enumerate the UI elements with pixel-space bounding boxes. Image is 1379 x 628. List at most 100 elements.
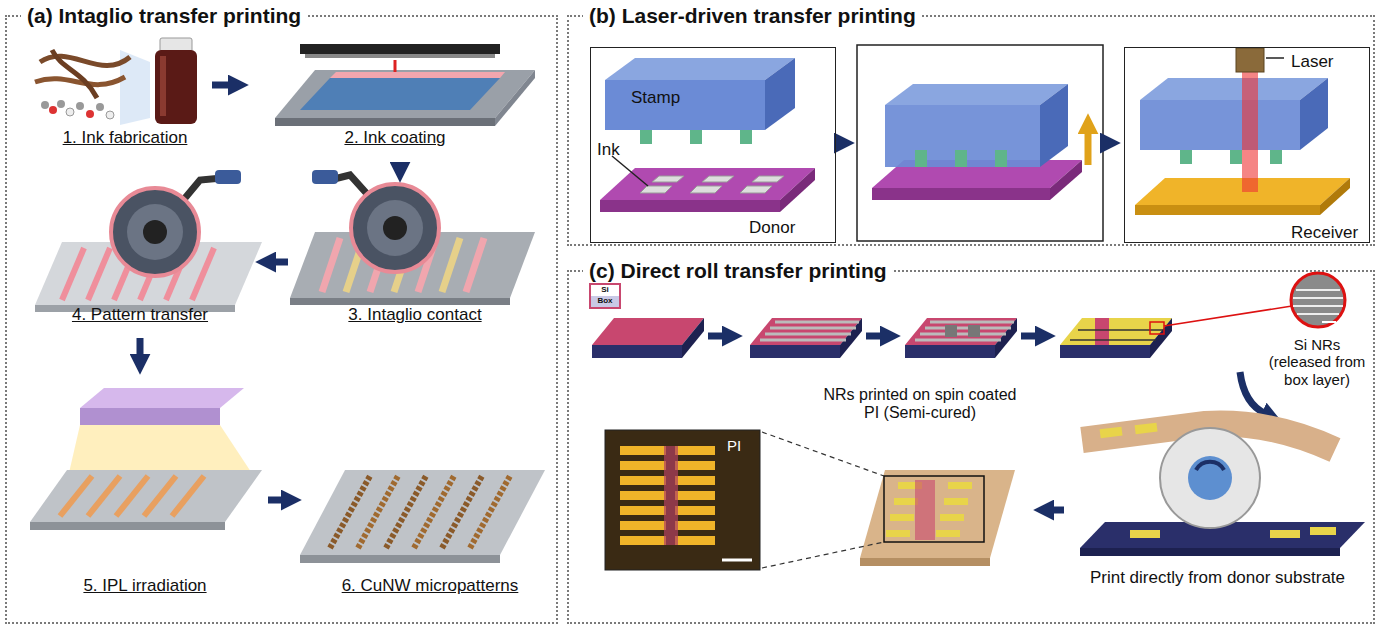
- step-caption: 5. IPL irradiation: [50, 576, 240, 596]
- soi-wafer-art: [1296, 289, 1340, 291]
- laser-receiver-art: [1180, 150, 1192, 164]
- step-frame: LaserReceiver: [1124, 47, 1370, 243]
- pi-substrate-art: [948, 482, 972, 489]
- stamp-donor-art: [690, 186, 722, 193]
- intaglio-contact-art: [290, 298, 510, 305]
- laser-receiver-art: [1236, 48, 1264, 72]
- micrograph-art: [620, 461, 666, 470]
- laser-receiver-art: [1230, 150, 1242, 164]
- soi-wafer-art: [765, 333, 851, 336]
- intaglio-contact-art: [442, 238, 460, 292]
- intaglio-contact-art: [383, 216, 407, 240]
- ink-fabrication-art: [35, 38, 197, 125]
- layer-label: Si: [591, 286, 619, 294]
- stamp-donor-art: [765, 58, 795, 130]
- micrograph-art: [675, 491, 715, 500]
- intaglio-contact-art: [312, 170, 338, 184]
- micrograph-art: [620, 536, 666, 545]
- pattern-transfer-art: [35, 170, 262, 312]
- step-caption: 1. Ink fabrication: [40, 128, 210, 148]
- soi-wafer-art: [1322, 321, 1336, 323]
- stamp-contact-art: [885, 105, 1040, 167]
- soi-wafer-art: [915, 339, 1001, 342]
- stamp-donor-art: [600, 58, 815, 212]
- soi-wafer-art: [760, 339, 846, 342]
- soi-wafer-art: [770, 327, 856, 330]
- stamp-donor-art: [780, 168, 815, 212]
- pi-substrate-art: [762, 542, 884, 568]
- ipl-irradiation-art: [116, 476, 148, 516]
- intaglio-contact-art: [351, 184, 439, 272]
- soi-wafer-art: [1164, 306, 1292, 326]
- stamp-donor-art: [652, 176, 684, 182]
- soi-wafer-art: [930, 321, 1014, 324]
- ink-coating-art: [275, 118, 495, 126]
- callout-label: Si NRs (released from box layer): [1262, 336, 1372, 388]
- pi-substrate-art: [915, 480, 935, 540]
- pi-substrate-art: [940, 514, 964, 521]
- flow-arrow: [397, 162, 404, 166]
- panel-title: (c) Direct roll transfer printing: [583, 259, 893, 283]
- flow-arrow: [1021, 333, 1039, 340]
- pi-substrate-art: [762, 432, 884, 476]
- ink-fabrication-art: [49, 106, 57, 114]
- ink-coating-art: [300, 44, 500, 54]
- stamp-donor-art: [752, 176, 784, 182]
- ink-coating-art: [275, 44, 535, 126]
- roll-printing-art: [1196, 462, 1224, 470]
- ipl-irradiation-art: [60, 476, 92, 516]
- pattern-transfer-art: [143, 220, 167, 244]
- flow-arrow: [835, 140, 1104, 147]
- stamp-donor-art: [702, 176, 734, 182]
- micrograph-art: [722, 559, 752, 562]
- flow-arrow: [272, 259, 288, 266]
- soi-wafer-art: [750, 318, 862, 345]
- micrograph-art: [605, 430, 760, 570]
- stamp-donor-art: [605, 58, 795, 80]
- pi-substrate-art: [860, 470, 1015, 558]
- pi-substrate-art: [860, 558, 990, 566]
- micrograph-art: [675, 461, 715, 470]
- stamp-donor-art: [640, 186, 672, 193]
- roll-printing-art: [1080, 548, 1340, 556]
- stamp-contact-art: [872, 84, 1088, 200]
- laser-receiver-art: [1270, 150, 1282, 164]
- pi-substrate-art: [944, 498, 968, 505]
- pi-substrate-art: [886, 530, 910, 537]
- micrograph-art: [620, 491, 666, 500]
- panel-title: (a) Intaglio transfer printing: [21, 4, 307, 28]
- micrograph-art: [675, 536, 715, 545]
- ink-fabrication-art: [41, 101, 49, 109]
- micrograph-art: [605, 430, 760, 570]
- ink-fabrication-art: [52, 50, 97, 98]
- cunw-micropatterns-art: [300, 555, 500, 563]
- pattern-transfer-art: [192, 248, 214, 300]
- stamp-donor-art: [600, 200, 780, 212]
- roll-printing-art: [1130, 530, 1160, 538]
- soi-wafer-art: [995, 318, 1017, 358]
- flow-arrow: [1240, 372, 1266, 414]
- ink-fabrication-art: [66, 108, 74, 116]
- step-caption: 6. CuNW micropatterns: [320, 576, 540, 596]
- part-label: Receiver: [1291, 223, 1358, 243]
- laser-receiver-art: [1140, 100, 1300, 150]
- laser-receiver-art: [1140, 78, 1328, 100]
- micrograph-art: [675, 521, 715, 530]
- flow-arrow: [137, 338, 144, 358]
- micrograph-art: [620, 446, 666, 455]
- layer-label: Box: [591, 297, 619, 305]
- soi-wafer-art: [905, 345, 995, 358]
- flow-arrow: [1050, 507, 1064, 514]
- pi-substrate-art: [936, 530, 960, 537]
- pattern-transfer-art: [127, 204, 183, 260]
- ink-fabrication-art: [76, 102, 84, 110]
- ink-fabrication-art: [106, 111, 114, 119]
- pi-substrate-art: [894, 498, 918, 505]
- soi-wafer-art: [1150, 322, 1164, 334]
- ink-coating-art: [275, 70, 535, 118]
- roll-printing-art: [1160, 428, 1260, 528]
- roll-printing-art: [1100, 427, 1123, 439]
- intaglio-contact-art: [367, 200, 423, 256]
- intaglio-contact-art: [322, 238, 340, 292]
